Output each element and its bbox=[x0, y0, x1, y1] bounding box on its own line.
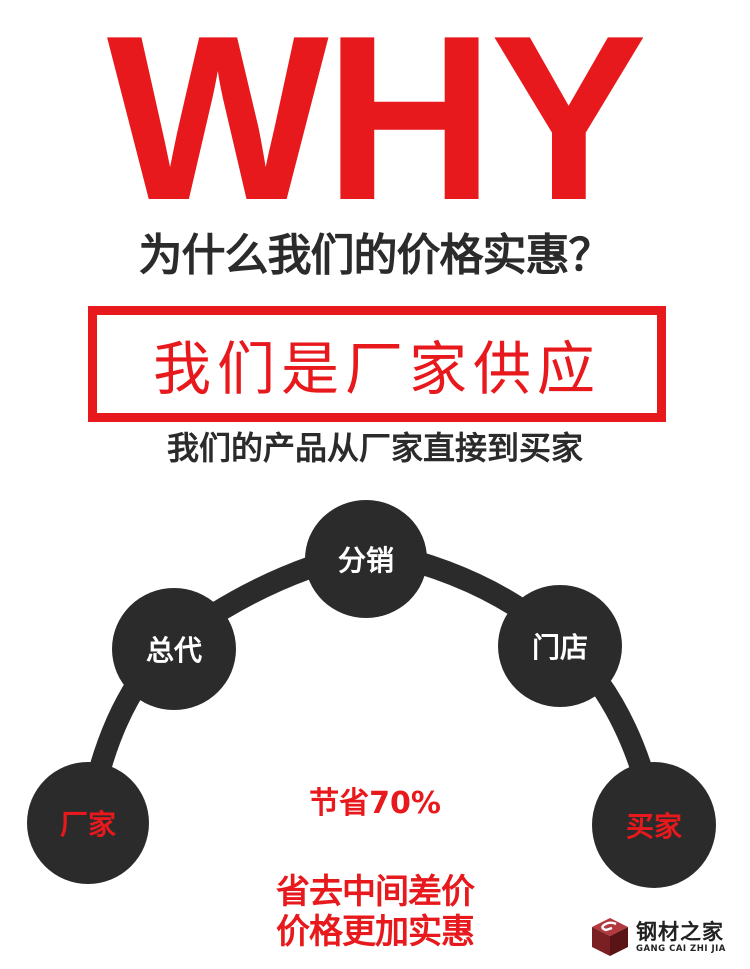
slogan: 省去中间差价 价格更加实惠 bbox=[215, 872, 535, 952]
node-distributor: 分销 bbox=[305, 500, 427, 618]
savings-label: 节省70% bbox=[309, 786, 441, 821]
question-heading: 为什么我们的价格实惠？ bbox=[138, 230, 613, 281]
node-factory: 厂家 bbox=[27, 762, 149, 884]
brand-logo: 钢材之家 GANG CAI ZHI JIA bbox=[590, 912, 750, 962]
node-store: 门店 bbox=[498, 585, 622, 707]
logo-name-en: GANG CAI ZHI JIA bbox=[636, 944, 726, 954]
banner-text: 我们是厂家供应 bbox=[152, 335, 601, 403]
factory-supply-banner: 我们是厂家供应 bbox=[88, 306, 666, 422]
why-title: WHY bbox=[106, 0, 647, 249]
node-buyer: 买家 bbox=[592, 762, 716, 888]
logo-name-cn: 钢材之家 bbox=[636, 920, 724, 944]
subtitle: 我们的产品从厂家直接到买家 bbox=[166, 429, 583, 467]
slogan-line-2: 价格更加实惠 bbox=[276, 912, 475, 952]
cube-g-logo-icon bbox=[592, 918, 628, 956]
node-general-agent: 总代 bbox=[112, 588, 236, 710]
slogan-line-1: 省去中间差价 bbox=[276, 872, 475, 912]
